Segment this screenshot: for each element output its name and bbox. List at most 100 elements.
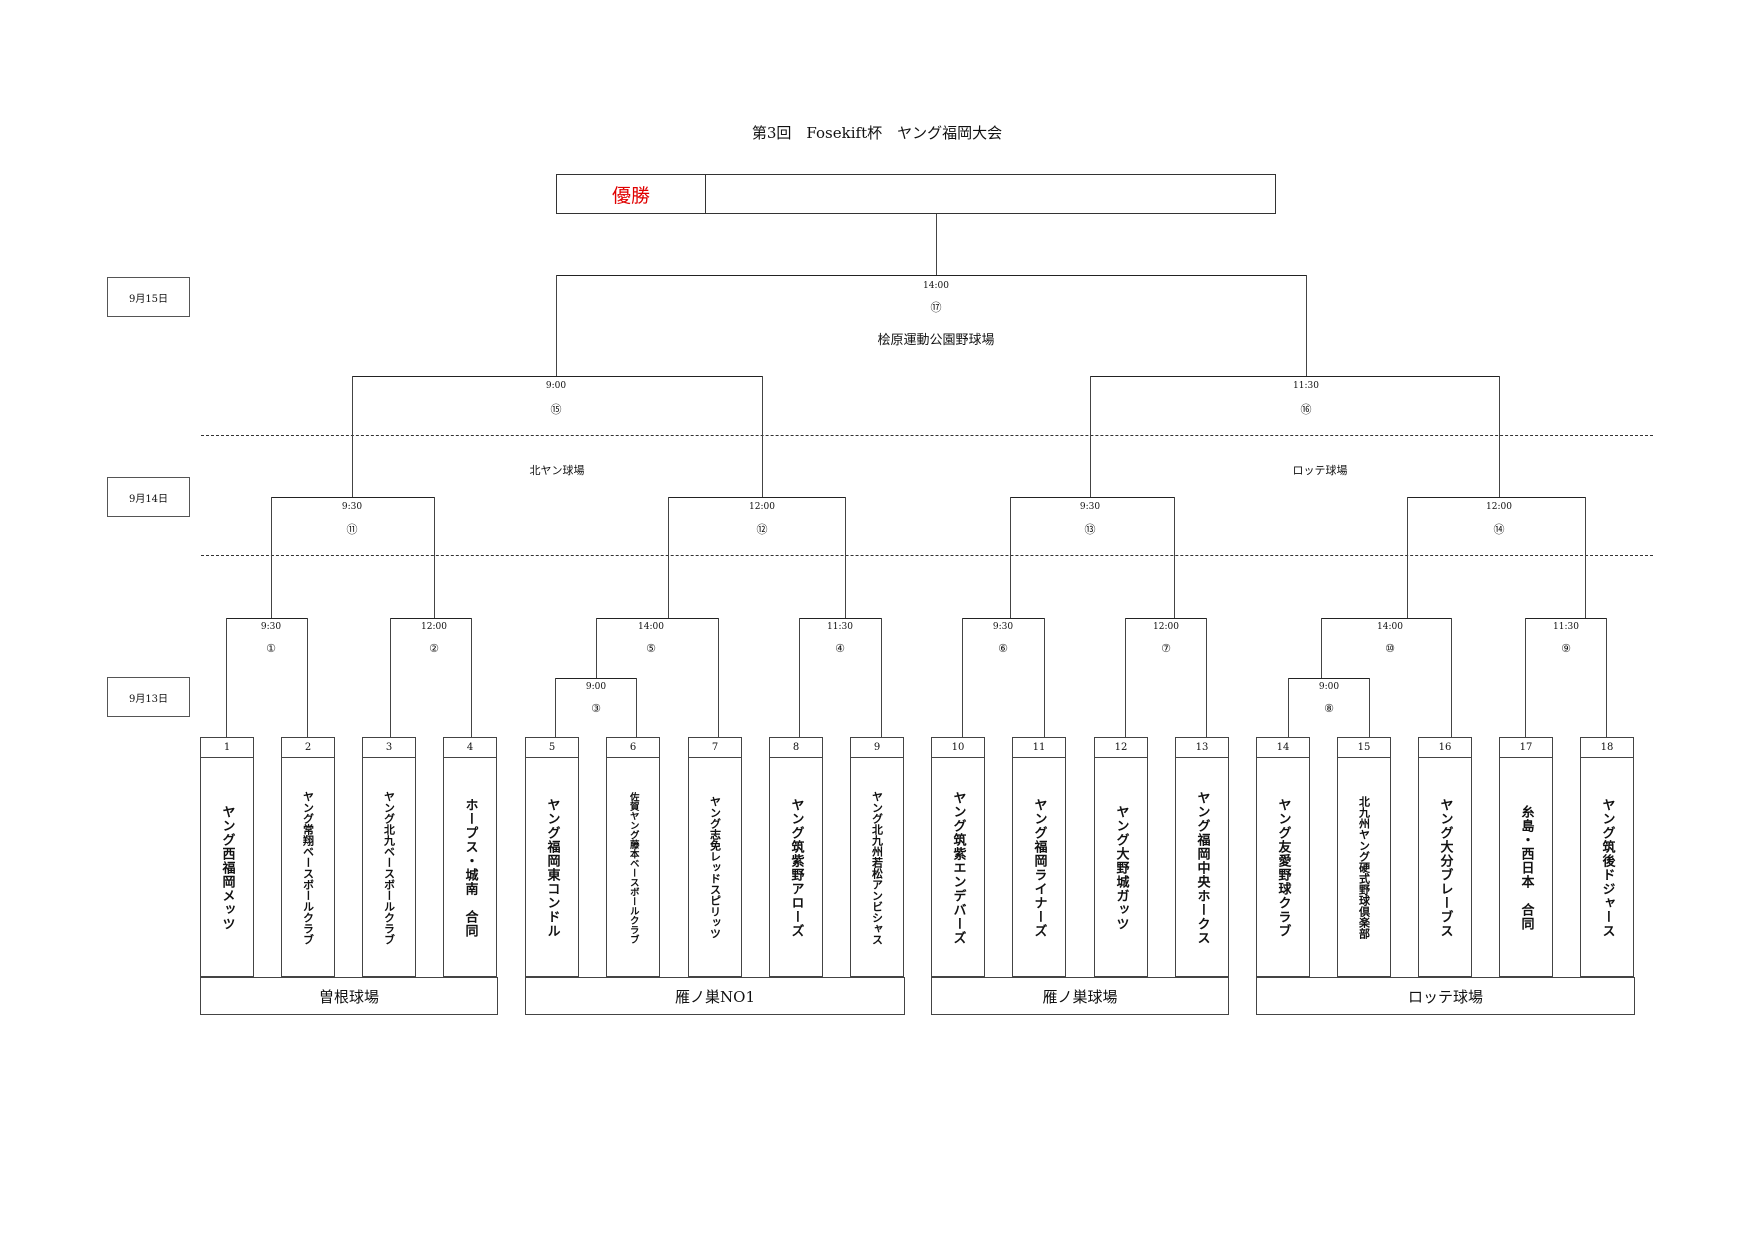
team-seed: 13 bbox=[1176, 738, 1228, 758]
r1-10-number: ⑩ bbox=[1385, 642, 1395, 655]
r1-6-line bbox=[962, 618, 1044, 619]
day-divider-lower bbox=[201, 555, 1653, 556]
connector-line bbox=[636, 678, 637, 737]
semifinal-2-line bbox=[1090, 376, 1499, 377]
qf-12-number: ⑫ bbox=[756, 523, 768, 536]
r1-9-line bbox=[1525, 618, 1606, 619]
r1-5-time: 14:00 bbox=[638, 622, 664, 632]
r1-3-line bbox=[555, 678, 636, 679]
qf-11-number: ⑪ bbox=[346, 523, 358, 536]
connector-line bbox=[1321, 618, 1322, 678]
semifinal-1-number: ⑮ bbox=[550, 403, 562, 416]
connector-line bbox=[1407, 497, 1408, 618]
connector-line bbox=[471, 618, 472, 737]
connector-line bbox=[1174, 497, 1175, 618]
qf-11-time: 9:30 bbox=[341, 502, 363, 512]
connector-line bbox=[271, 497, 272, 618]
connector-line bbox=[352, 376, 353, 497]
final-number: ⑰ bbox=[930, 301, 942, 314]
team-seed: 14 bbox=[1257, 738, 1309, 758]
team-name: ヤング友愛野球クラブ bbox=[1275, 797, 1291, 938]
r1-8-line bbox=[1288, 678, 1369, 679]
champion-value bbox=[706, 175, 1275, 213]
connector-line bbox=[1044, 618, 1045, 737]
champion-box: 優勝 bbox=[556, 174, 1276, 214]
r1-3-number: ③ bbox=[591, 702, 601, 715]
team-seed: 7 bbox=[689, 738, 741, 758]
team-slot: 18 ヤング筑後ドジャース bbox=[1580, 737, 1634, 977]
qf-14-line bbox=[1407, 497, 1585, 498]
connector-line bbox=[1206, 618, 1207, 737]
r1-3-time: 9:00 bbox=[585, 682, 607, 692]
connector-line bbox=[1525, 618, 1526, 737]
date-day1: 9月13日 bbox=[107, 677, 190, 717]
r1-1-number: ① bbox=[266, 642, 276, 655]
team-seed: 4 bbox=[444, 738, 496, 758]
tournament-title: 第3回 Fosekift杯 ヤング福岡大会 bbox=[751, 124, 1003, 142]
team-seed: 18 bbox=[1581, 738, 1633, 758]
date-day3: 9月15日 bbox=[107, 277, 190, 317]
team-seed: 10 bbox=[932, 738, 984, 758]
qf-14-time: 12:00 bbox=[1486, 502, 1512, 512]
r1-10-time: 14:00 bbox=[1377, 622, 1403, 632]
r1-6-number: ⑥ bbox=[998, 642, 1008, 655]
connector-line bbox=[434, 497, 435, 618]
r1-6-time: 9:30 bbox=[992, 622, 1014, 632]
semifinal-1-line bbox=[352, 376, 762, 377]
team-name: ヤング筑後ドジャース bbox=[1599, 797, 1615, 938]
team-name: ヤング福岡東コンドル bbox=[544, 797, 560, 938]
team-seed: 12 bbox=[1095, 738, 1147, 758]
connector-line bbox=[390, 618, 391, 737]
connector-line bbox=[307, 618, 308, 737]
r1-8-number: ⑧ bbox=[1324, 702, 1334, 715]
team-name: 北九州ヤング硬式野球倶楽部 bbox=[1357, 796, 1371, 939]
connector-line bbox=[936, 214, 937, 275]
team-name: 糸島・西日本 合同 bbox=[1518, 804, 1534, 931]
team-seed: 11 bbox=[1013, 738, 1065, 758]
team-name: ヤング常翔ベースボールクラブ bbox=[301, 790, 315, 945]
venue-box: 曽根球場 bbox=[200, 977, 498, 1015]
qf-12-time: 12:00 bbox=[749, 502, 775, 512]
connector-line bbox=[799, 618, 800, 737]
connector-line bbox=[555, 678, 556, 737]
r1-9-time: 11:30 bbox=[1553, 622, 1579, 632]
team-seed: 1 bbox=[201, 738, 253, 758]
r1-4-line bbox=[799, 618, 881, 619]
venue-box: ロッテ球場 bbox=[1256, 977, 1635, 1015]
qf-14-number: ⑭ bbox=[1493, 523, 1505, 536]
connector-line bbox=[1585, 497, 1586, 618]
day-divider-upper bbox=[201, 435, 1653, 436]
qf-13-line bbox=[1010, 497, 1174, 498]
champion-label: 優勝 bbox=[557, 175, 706, 213]
team-name: ヤング大野城ガッツ bbox=[1113, 804, 1129, 931]
r1-1-time: 9:30 bbox=[260, 622, 282, 632]
team-seed: 8 bbox=[770, 738, 822, 758]
r1-7-time: 12:00 bbox=[1153, 622, 1179, 632]
venue-box: 雁ノ巣球場 bbox=[931, 977, 1229, 1015]
team-name: ヤング北九ベースボールクラブ bbox=[382, 790, 396, 945]
r1-2-number: ② bbox=[429, 642, 439, 655]
connector-line bbox=[718, 618, 719, 737]
semifinal-2-time: 11:30 bbox=[1293, 381, 1319, 391]
connector-line bbox=[1369, 678, 1370, 737]
team-slot: 15 北九州ヤング硬式野球倶楽部 bbox=[1337, 737, 1391, 977]
connector-line bbox=[1090, 376, 1091, 497]
r1-7-line bbox=[1125, 618, 1206, 619]
team-slot: 14 ヤング友愛野球クラブ bbox=[1256, 737, 1310, 977]
date-day2: 9月14日 bbox=[107, 477, 190, 517]
team-seed: 15 bbox=[1338, 738, 1390, 758]
connector-line bbox=[596, 618, 597, 678]
connector-line bbox=[962, 618, 963, 737]
connector-line bbox=[1499, 376, 1500, 497]
connector-line bbox=[556, 275, 557, 376]
connector-line bbox=[1125, 618, 1126, 737]
